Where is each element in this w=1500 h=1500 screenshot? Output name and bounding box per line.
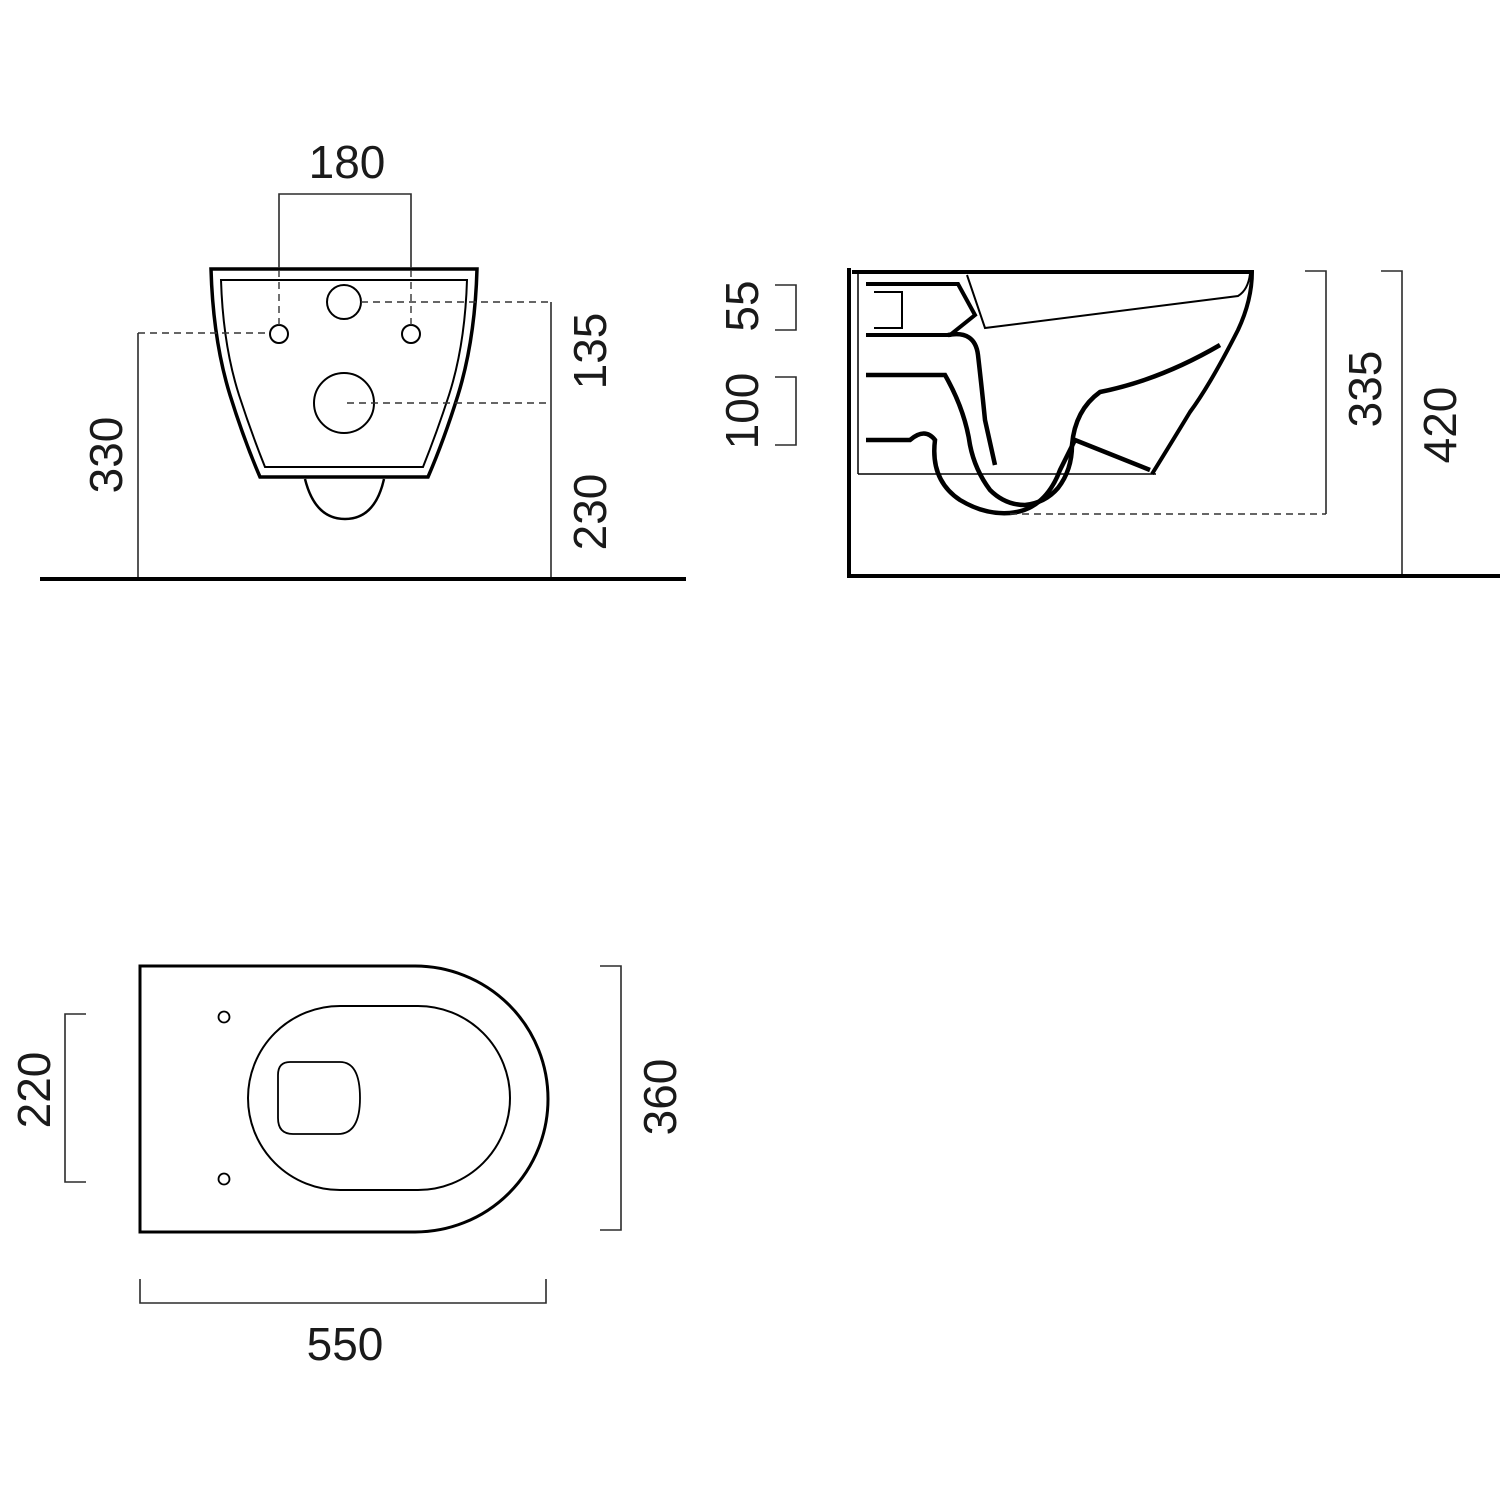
side-dim-335-bracket (1305, 270, 1327, 514)
front-dim-180-label: 180 (309, 136, 386, 188)
front-trap-bottom (303, 478, 386, 521)
top-bolt-hole-upper (217, 1010, 231, 1024)
side-dim-335-label: 335 (1339, 351, 1391, 428)
side-dim-55-bracket (775, 284, 797, 331)
front-bolt-hole-right (401, 324, 421, 344)
side-dim-100-label: 100 (716, 373, 768, 450)
top-dim-220-label: 220 (8, 1052, 60, 1129)
side-inlet-pipe-inner (874, 291, 903, 329)
top-dim-550-bracket (139, 1279, 547, 1304)
side-dim-55-label: 55 (716, 280, 768, 331)
side-dim-100-bracket (775, 376, 797, 446)
top-dim-550-label: 550 (307, 1318, 384, 1370)
side-outlet-trap (866, 343, 1222, 508)
front-dim-330-label: 330 (80, 417, 132, 494)
top-dim-220-bracket (64, 1013, 86, 1183)
front-view: 180 330 135 230 (40, 136, 686, 581)
side-dim-420-bracket (1381, 270, 1403, 574)
front-dim-135-label: 135 (564, 313, 616, 390)
front-inlet-hole (326, 284, 362, 320)
top-dim-360-label: 360 (634, 1059, 686, 1136)
side-view: 55 100 335 420 (716, 268, 1500, 578)
front-dim-230-label: 230 (564, 474, 616, 551)
front-bolt-hole-left (269, 324, 289, 344)
side-rim-top (852, 270, 1255, 476)
top-water-area (277, 1061, 361, 1135)
top-view: 220 360 550 (8, 964, 686, 1370)
front-dim-180-bracket (278, 193, 412, 268)
side-inlet-pipe (866, 282, 978, 337)
top-dim-360-bracket (600, 965, 622, 1231)
side-inner-bowl (947, 331, 998, 466)
side-dim-420-label: 420 (1414, 387, 1466, 464)
top-seat-opening (247, 1005, 511, 1191)
front-bowl-inner (219, 279, 469, 468)
top-outline (138, 964, 550, 1234)
front-bowl-outer (209, 267, 479, 479)
side-rim-inner (966, 273, 1251, 330)
top-bolt-hole-lower (217, 1172, 231, 1186)
side-trap-inner (866, 431, 1151, 516)
